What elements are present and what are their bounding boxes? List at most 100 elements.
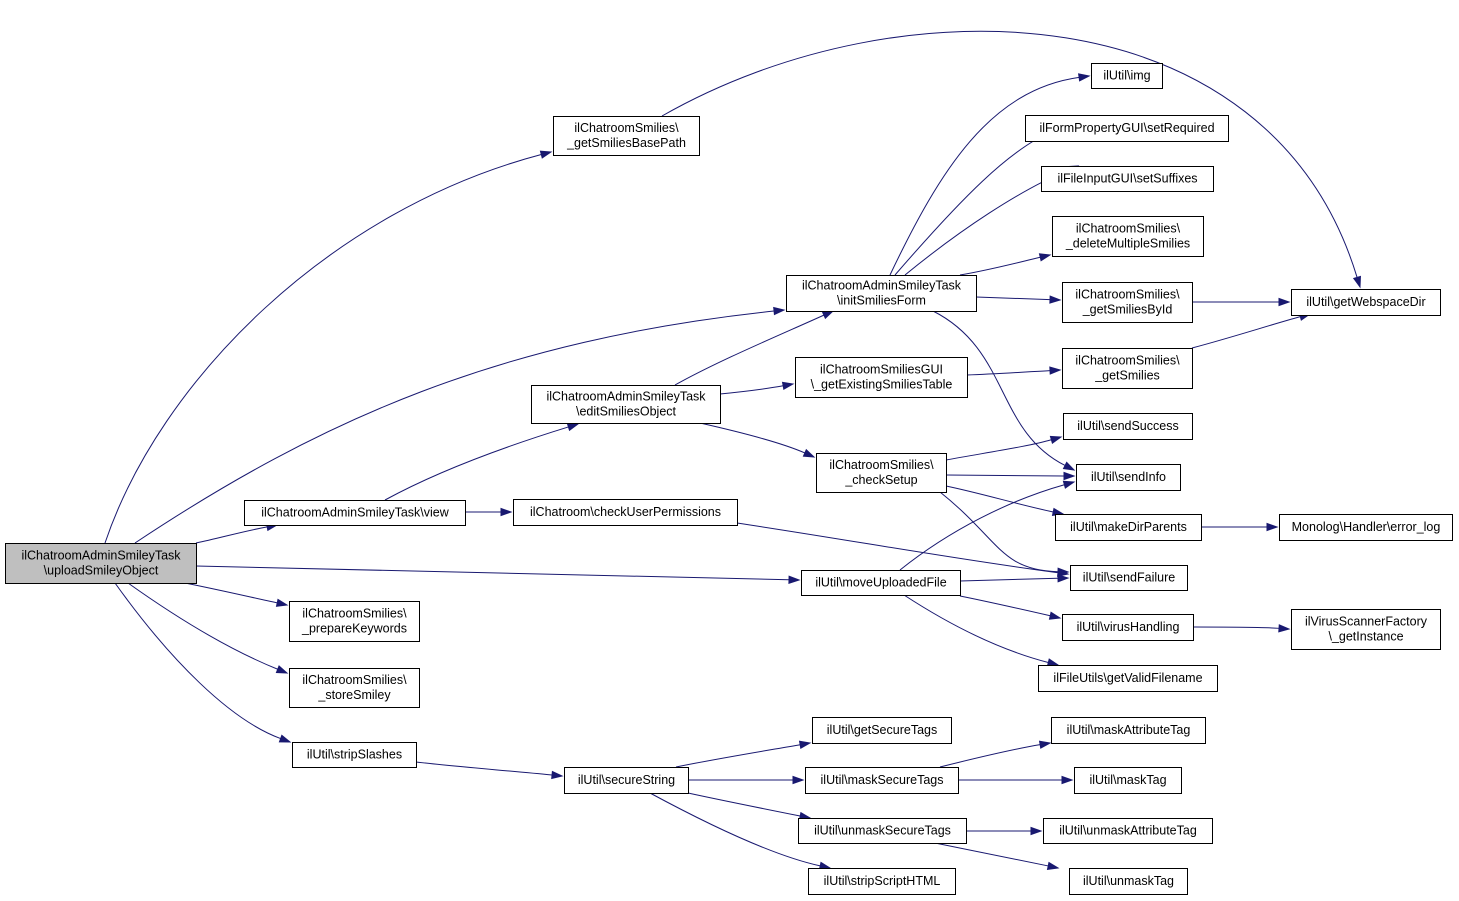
- node-label: ilUtil\makeDirParents: [1070, 520, 1187, 534]
- node-label: _getSmiliesById: [1082, 303, 1173, 317]
- graph-node-maskattr[interactable]: ilUtil\maskAttributeTag: [1051, 717, 1206, 744]
- node-label: ilUtil\stripSlashes: [307, 748, 402, 762]
- arrowhead-icon: [1278, 297, 1291, 307]
- graph-node-masktag[interactable]: ilUtil\maskTag: [1074, 767, 1182, 794]
- node-label: \uploadSmileyObject: [44, 564, 159, 578]
- edge-basepath-to-webdir: [661, 30, 1361, 289]
- graph-node-edit[interactable]: ilChatroomAdminSmileyTask\editSmiliesObj…: [531, 385, 721, 424]
- edge-line: [945, 439, 1052, 461]
- node-box: [289, 601, 420, 642]
- node-label: ilChatroomSmilies\: [302, 607, 407, 621]
- edge-line: [687, 792, 801, 817]
- arrowhead-icon: [792, 775, 805, 785]
- edge-line: [736, 522, 1059, 574]
- node-box: [292, 742, 417, 768]
- graph-node-errlog[interactable]: Monolog\Handler\error_log: [1279, 514, 1453, 541]
- graph-node-securestr[interactable]: ilUtil\secureString: [564, 767, 689, 794]
- graph-node-setsuf[interactable]: ilFileInputGUI\setSuffixes: [1041, 166, 1214, 192]
- graph-node-getsectags[interactable]: ilUtil\getSecureTags: [812, 717, 952, 744]
- graph-node-moveup[interactable]: ilUtil\moveUploadedFile: [801, 570, 961, 596]
- graph-node-getsm[interactable]: ilChatroomSmilies\_getSmilies: [1062, 348, 1193, 389]
- edge-strip-to-securestr: [415, 761, 564, 780]
- graph-node-fail[interactable]: ilUtil\sendFailure: [1070, 565, 1188, 591]
- graph-node-masksec[interactable]: ilUtil\maskSecureTags: [805, 767, 959, 794]
- arrowhead-icon: [798, 740, 812, 749]
- edge-moveup-to-fail: [959, 574, 1070, 583]
- edge-upload-to-view: [195, 522, 279, 544]
- node-label: ilChatroomAdminSmileyTask: [802, 279, 962, 293]
- edge-view-to-edit: [384, 423, 580, 501]
- graph-node-img[interactable]: ilUtil\img: [1091, 63, 1163, 89]
- node-label: ilChatroomSmilies\: [1075, 354, 1180, 368]
- edge-initform-to-img: [889, 73, 1091, 276]
- arrowhead-icon: [1048, 611, 1062, 620]
- graph-node-mkdir[interactable]: ilUtil\makeDirParents: [1055, 514, 1202, 541]
- node-label: _prepareKeywords: [301, 622, 407, 636]
- edge-setup-to-fail: [939, 491, 1070, 576]
- node-box: [798, 818, 967, 844]
- node-box: [1062, 614, 1194, 641]
- node-label: ilUtil\moveUploadedFile: [815, 576, 946, 590]
- edge-line: [384, 426, 569, 501]
- arrowhead-icon: [1046, 658, 1060, 667]
- edge-moveup-to-validfn: [903, 594, 1060, 667]
- graph-node-virus[interactable]: ilUtil\virusHandling: [1062, 614, 1194, 641]
- graph-node-upload[interactable]: ilChatroomAdminSmileyTask\uploadSmileyOb…: [5, 543, 197, 584]
- edge-masksec-to-maskattr: [939, 740, 1052, 768]
- graph-node-succ[interactable]: ilUtil\sendSuccess: [1063, 413, 1193, 440]
- graph-node-webdir[interactable]: ilUtil\getWebspaceDir: [1291, 289, 1441, 316]
- node-box: [5, 543, 197, 584]
- edge-line: [134, 310, 775, 544]
- node-label: ilFileInputGUI\setSuffixes: [1057, 172, 1197, 186]
- graph-node-info[interactable]: ilUtil\sendInfo: [1076, 464, 1181, 491]
- graph-node-unmaskattr[interactable]: ilUtil\unmaskAttributeTag: [1043, 818, 1213, 844]
- graph-node-setup[interactable]: ilChatroomSmilies\_checkSetup: [816, 453, 947, 493]
- edge-securestr-to-unmasksec: [687, 792, 812, 821]
- graph-node-checkperm[interactable]: ilChatroom\checkUserPermissions: [513, 499, 738, 526]
- edge-line: [674, 314, 825, 386]
- graph-node-stripscript[interactable]: ilUtil\stripScriptHTML: [808, 868, 956, 895]
- node-label: Monolog\Handler\error_log: [1292, 520, 1441, 534]
- node-label: ilChatroomSmilies\: [302, 673, 407, 687]
- edge-upload-to-moveup: [195, 565, 801, 584]
- graph-node-delmul[interactable]: ilChatroomSmilies\_deleteMultipleSmilies: [1052, 216, 1204, 257]
- graph-node-unmasktag[interactable]: ilUtil\unmaskTag: [1069, 868, 1188, 895]
- edge-checkperm-to-fail: [736, 522, 1070, 577]
- graph-node-basepath[interactable]: ilChatroomSmilies\_getSmiliesBasePath: [553, 116, 700, 156]
- node-box: [1025, 115, 1229, 142]
- edge-line: [894, 129, 1056, 276]
- arrowhead-icon: [1063, 471, 1076, 481]
- graph-node-strip[interactable]: ilUtil\stripSlashes: [292, 742, 417, 768]
- graph-node-guitable[interactable]: ilChatroomSmiliesGUI\_getExistingSmilies…: [795, 357, 968, 398]
- arrowhead-icon: [278, 734, 292, 743]
- node-label: ilChatroomAdminSmileyTask\view: [261, 506, 450, 520]
- node-label: \editSmiliesObject: [576, 405, 677, 419]
- node-label: ilUtil\secureString: [578, 773, 675, 787]
- graph-node-view[interactable]: ilChatroomAdminSmileyTask\view: [244, 500, 466, 526]
- graph-node-vsf[interactable]: ilVirusScannerFactory\_getInstance: [1291, 609, 1441, 650]
- graph-node-unmasksec[interactable]: ilUtil\unmaskSecureTags: [798, 818, 967, 844]
- edge-moveup-to-info: [899, 480, 1076, 571]
- graph-node-validfn[interactable]: ilFileUtils\getValidFilename: [1038, 665, 1218, 692]
- graph-node-initform[interactable]: ilChatroomAdminSmileyTask\initSmiliesFor…: [786, 275, 977, 312]
- graph-node-byid[interactable]: ilChatroomSmilies\_getSmiliesById: [1062, 282, 1193, 323]
- arrowhead-icon: [1352, 275, 1361, 289]
- node-label: ilUtil\sendInfo: [1091, 470, 1166, 484]
- graph-node-prepkw[interactable]: ilChatroomSmilies\_prepareKeywords: [289, 601, 420, 642]
- edge-upload-to-prepkw: [184, 582, 289, 607]
- edge-line: [889, 76, 1080, 276]
- node-box: [1069, 868, 1188, 895]
- node-box: [1063, 413, 1193, 440]
- node-box: [564, 767, 689, 794]
- node-label: ilFormPropertyGUI\setRequired: [1039, 121, 1214, 135]
- node-box: [786, 275, 977, 312]
- graph-node-setreq[interactable]: ilFormPropertyGUI\setRequired: [1025, 115, 1229, 142]
- node-box: [1051, 717, 1206, 744]
- edge-line: [104, 154, 542, 544]
- arrowhead-icon: [788, 575, 801, 584]
- node-label: ilUtil\unmaskSecureTags: [814, 824, 951, 838]
- node-box: [1076, 464, 1181, 491]
- node-box: [808, 868, 956, 895]
- graph-node-store[interactable]: ilChatroomSmilies\_storeSmiley: [289, 668, 420, 708]
- node-label: ilChatroomSmilies\: [574, 121, 679, 135]
